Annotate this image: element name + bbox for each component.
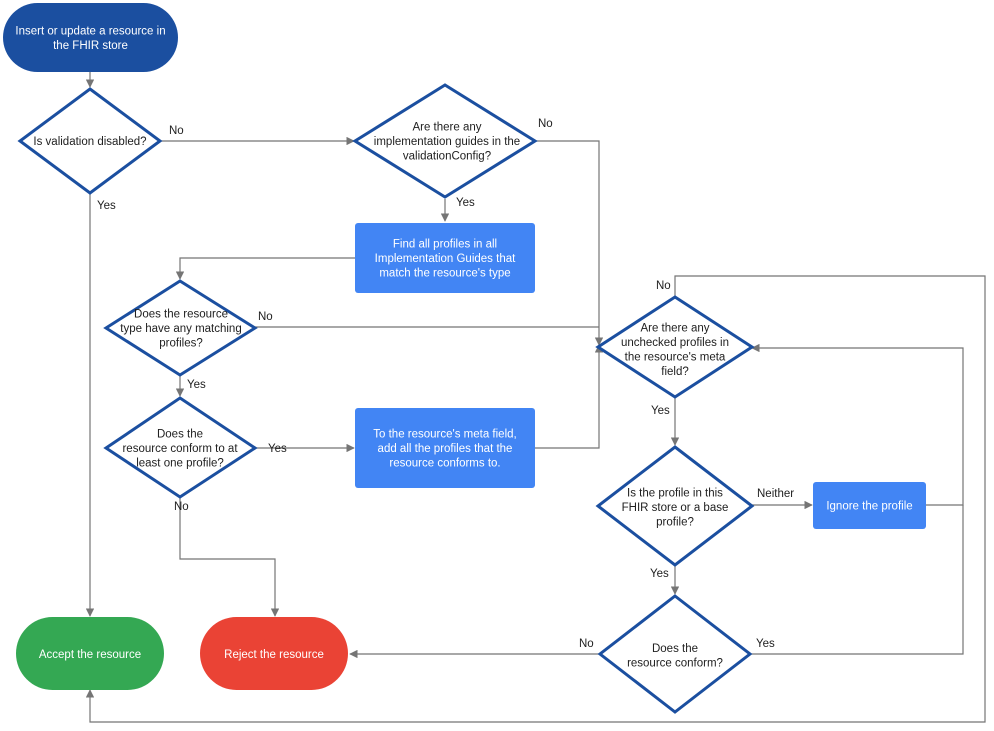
node-text-line: profiles? — [159, 338, 202, 350]
edge-conform-one-no-to-reject — [179, 497, 280, 617]
process-ignore-profile-shape — [813, 482, 926, 529]
accept-node-shape — [16, 617, 164, 690]
accept-node-text: Accept the resource — [39, 649, 141, 661]
nodes: Insert or update a resource in the FHIR s… — [3, 3, 926, 714]
decision-validation-disabled-shape — [17, 87, 163, 195]
node-text-line: Insert or update a resource in — [15, 25, 165, 37]
process-add-to-meta-text: To the resource's meta field, add all the… — [373, 429, 516, 470]
label-validation-no: No — [169, 125, 184, 137]
edges — [85, 72, 986, 723]
node-text-line: Accept the resource — [39, 649, 141, 661]
label-unchecked-no: No — [656, 280, 671, 292]
decision-resource-conform-text: Does the resource conform? — [627, 643, 723, 670]
node-text-line: match the resource's type — [379, 268, 510, 280]
label-conform-no: No — [579, 638, 594, 650]
decision-validation-disabled: Is validation disabled? — [17, 87, 163, 195]
decision-implementation-guides-shape — [352, 83, 538, 199]
reject-node-text: Reject the resource — [224, 649, 324, 661]
edge-conform-yes-to-unchecked — [750, 505, 964, 655]
decision-unchecked-profiles-text: Are there any unchecked profiles in the re… — [621, 322, 729, 378]
node-text-line: profile? — [656, 517, 694, 529]
node-text-line: Find all profiles in all — [393, 239, 497, 251]
label-unchecked-yes: Yes — [651, 405, 670, 417]
label-validation-yes: Yes — [97, 200, 116, 212]
node-text-line: unchecked profiles in — [621, 337, 729, 349]
edge-labels: No Yes No Yes No Yes Yes No No Yes Neith… — [97, 118, 794, 650]
decision-conform-one-profile-shape — [103, 396, 258, 499]
decision-resource-conform-shape — [597, 594, 753, 714]
decision-implementation-guides-text: Are there any implementation guides in th… — [374, 122, 520, 163]
decision-unchecked-profiles: Are there any unchecked profiles in the re… — [595, 295, 755, 399]
label-conform-one-no: No — [174, 501, 189, 513]
process-add-to-meta: To the resource's meta field, add all the… — [355, 408, 535, 488]
node-text-line: FHIR store or a base — [622, 502, 729, 514]
label-conform-yes: Yes — [756, 638, 775, 650]
node-text-line: Does the — [652, 643, 698, 655]
start-node-shape — [3, 3, 178, 72]
label-guides-no: No — [538, 118, 553, 130]
edge-ignore-to-unchecked — [751, 343, 964, 506]
start-node: Insert or update a resource in the FHIR s… — [3, 3, 178, 72]
node-text-line: To the resource's meta field, — [373, 429, 516, 441]
node-text-line: implementation guides in the — [374, 136, 520, 148]
process-ignore-profile: Ignore the profile — [813, 482, 926, 529]
node-text-line: the resource's meta — [625, 351, 726, 363]
node-text-line: Does the resource — [134, 309, 228, 321]
label-store-neither: Neither — [757, 488, 794, 500]
node-text-line: resource conforms to. — [389, 458, 500, 470]
edge-meta-to-unchecked — [535, 344, 604, 449]
decision-unchecked-profiles-shape — [595, 295, 755, 399]
node-text-line: Ignore the profile — [826, 501, 912, 513]
edge-guides-no-to-unchecked — [535, 140, 604, 346]
node-text-line: Implementation Guides that — [375, 253, 516, 265]
node-text-line: validationConfig? — [403, 151, 491, 163]
node-text-line: Are there any — [412, 122, 481, 134]
node-text-line: field? — [661, 366, 689, 378]
node-text-line: add all the profiles that the — [378, 443, 513, 455]
decision-matching-profiles-shape — [103, 279, 258, 377]
label-store-yes: Yes — [650, 568, 669, 580]
decision-conform-one-profile-text: Does the resource conform to at least one … — [122, 429, 238, 470]
decision-resource-conform: Does the resource conform? — [597, 594, 753, 714]
label-matching-no: No — [258, 311, 273, 323]
accept-node: Accept the resource — [16, 617, 164, 690]
node-text-line: the FHIR store — [53, 40, 128, 52]
edge-unchecked-no-to-accept — [85, 275, 986, 723]
start-node-text: Insert or update a resource in the FHIR s… — [15, 25, 165, 52]
node-text-line: resource conform to at — [122, 443, 238, 455]
node-text-line: Reject the resource — [224, 649, 324, 661]
process-find-profiles-shape — [355, 223, 535, 293]
label-guides-yes: Yes — [456, 197, 475, 209]
process-add-to-meta-shape — [355, 408, 535, 488]
decision-implementation-guides: Are there any implementation guides in th… — [352, 83, 538, 199]
node-text-line: Is the profile in this — [627, 488, 723, 500]
node-text-line: Is validation disabled? — [33, 136, 146, 148]
node-text-line: type have any matching — [120, 323, 241, 335]
process-ignore-profile-text: Ignore the profile — [826, 501, 912, 513]
decision-profile-in-store-shape — [595, 445, 755, 567]
reject-node-shape — [200, 617, 348, 690]
label-matching-yes: Yes — [187, 379, 206, 391]
decision-matching-profiles: Does the resource type have any matching p… — [103, 279, 258, 377]
reject-node: Reject the resource — [200, 617, 348, 690]
edge-find-to-matching — [175, 257, 355, 280]
decision-conform-one-profile: Does the resource conform to at least one … — [103, 396, 258, 499]
node-text-line: least one profile? — [136, 458, 224, 470]
decision-matching-profiles-text: Does the resource type have any matching p… — [120, 309, 241, 350]
decision-validation-disabled-text: Is validation disabled? — [33, 136, 146, 148]
node-text-line: Does the — [157, 429, 203, 441]
node-text-line: resource conform? — [627, 657, 723, 669]
node-text-line: Are there any — [640, 322, 709, 334]
label-conform-one-yes: Yes — [268, 443, 287, 455]
